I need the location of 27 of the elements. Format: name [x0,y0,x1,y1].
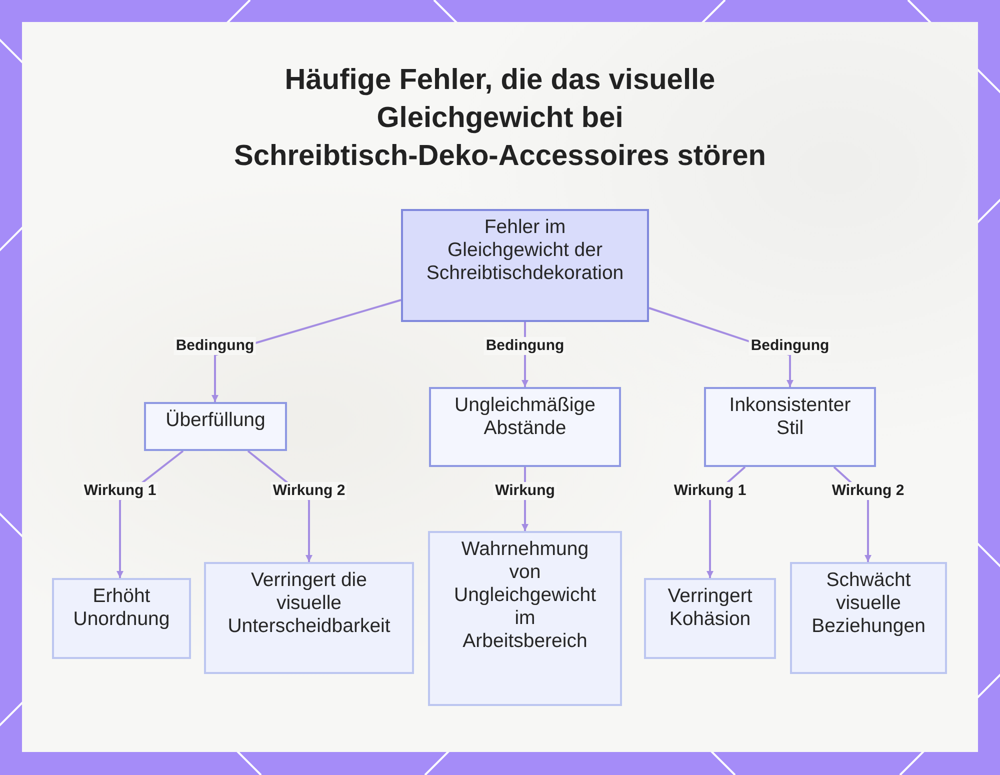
edge-label: Wirkung 2 [270,482,348,500]
edge-label: Wirkung 2 [830,482,906,500]
edge-label: Wirkung 1 [672,482,748,500]
node-text: Inkonsistenter Stil [728,394,852,440]
node-text: Ungleichmäßige Abstände [454,394,596,440]
node-text: Erhöht Unordnung [72,585,171,631]
category-box [704,387,876,467]
category-box [144,402,287,451]
edge-label: Bedingung [174,337,256,355]
edge-label: Bedingung [484,337,566,355]
node-text: Verringert Kohäsion [666,585,754,631]
node-text: Wahrnehmung von Ungleichgewicht im Arbeitsbereich [453,538,597,653]
effect-box [644,578,776,659]
title: Häufige Fehler, die das visuelle Gleichgewicht bei Schreibtisch-Deko-Accessoires stören [233,63,767,174]
node-text: Verringert die visuelle Unterscheidbarkeit [226,569,392,638]
root-box [401,209,649,322]
node-text: Schwächt visuelle Beziehungen [810,569,926,638]
effect-box [52,578,191,659]
category-box [429,387,621,467]
node-text: Fehler im Gleichgewicht der Schreibtischdekoration [425,216,625,285]
edge-label: Wirkung 1 [82,482,158,500]
effect-box [428,531,622,706]
node-text: Überfüllung [164,409,266,432]
edge-label: Bedingung [748,337,832,355]
edge-label: Wirkung [493,482,557,500]
effect-box [790,562,947,674]
effect-box [204,562,414,674]
